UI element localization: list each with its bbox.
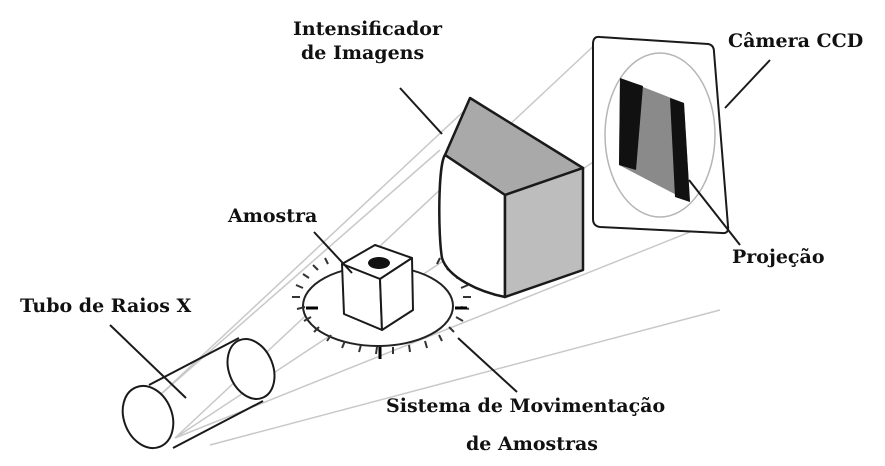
projection-dark-right	[670, 98, 690, 202]
label-sistema-line2: de Amostras	[466, 433, 598, 455]
intensifier-front-face	[438, 153, 507, 299]
camera-circle	[604, 52, 716, 218]
intensifier-side-face	[503, 166, 585, 299]
xray-tube	[121, 337, 276, 450]
label-tubo-raios-x: Tubo de Raios X	[20, 295, 192, 317]
label-leader-lines	[109, 59, 771, 399]
tube-near-end	[121, 384, 175, 450]
cube-marker-dot	[368, 257, 390, 269]
projection-dark-left	[619, 78, 643, 170]
cube-right-face	[379, 257, 414, 331]
label-amostra: Amostra	[228, 205, 318, 227]
tube-far-end	[226, 338, 276, 400]
label-intensificador-line1: Intensificador	[293, 18, 442, 40]
label-projecao: Projeção	[732, 246, 825, 268]
stage-tick-marks	[292, 257, 471, 355]
label-camera-ccd: Câmera CCD	[728, 30, 864, 52]
sample-cube	[341, 244, 414, 331]
label-intensificador-line2: de Imagens	[301, 42, 425, 64]
label-sistema-line1: Sistema de Movimentação	[386, 395, 666, 417]
ccd-camera-screen	[592, 35, 730, 235]
image-intensifier	[438, 96, 585, 299]
